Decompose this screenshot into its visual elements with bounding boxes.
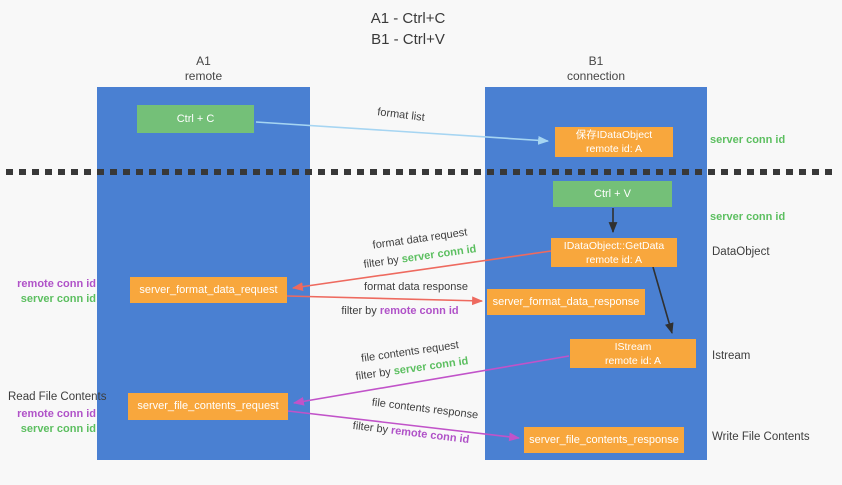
ctrl-v-label: Ctrl + V <box>594 187 631 200</box>
file-request-box: server_file_contents_request <box>128 393 288 420</box>
ctrl-v-box: Ctrl + V <box>553 181 672 207</box>
file-contents-response-label: file contents response <box>371 396 479 422</box>
server-conn-id-note-3: server conn id <box>20 293 96 305</box>
format-list-label: format list <box>376 106 426 124</box>
lane-b1-subtitle: connection <box>566 69 626 83</box>
dataobject-note: DataObject <box>712 246 770 258</box>
remote-conn-id-note-2: remote conn id <box>17 408 96 420</box>
format-request-label: server_format_data_request <box>139 283 278 296</box>
getdata-line2: remote id: A <box>585 253 643 266</box>
getdata-line1: IDataObject::GetData <box>563 239 665 252</box>
diagram-title: A1 - Ctrl+C B1 - Ctrl+V <box>328 8 488 50</box>
title-line-2: B1 - Ctrl+V <box>371 31 445 48</box>
save-idataobject-line1: 保存IDataObject <box>575 129 653 141</box>
remote-conn-id-note-1: remote conn id <box>17 278 96 290</box>
lane-header-a1: A1 remote <box>97 54 310 84</box>
format-response-label: server_format_data_response <box>492 295 640 308</box>
getdata-box: IDataObject::GetData remote id: A <box>551 238 677 267</box>
left-conn-id-block-1: remote conn id server conn id <box>0 277 96 307</box>
format-request-box: server_format_data_request <box>130 277 287 303</box>
filter-prefix: filter by <box>352 419 389 437</box>
istream-box: IStream remote id: A <box>570 339 696 368</box>
server-conn-id-note-2: server conn id <box>710 211 786 223</box>
filter-prefix: filter by <box>362 254 400 271</box>
file-request-label: server_file_contents_request <box>137 400 279 412</box>
format-data-response-label: format data response <box>364 281 468 293</box>
lane-a1-name: A1 <box>196 54 211 68</box>
filter-key-remote-conn: remote conn id <box>379 305 459 317</box>
left-conn-id-block-2: remote conn id server conn id <box>0 407 96 437</box>
filter-prefix: filter by <box>354 366 392 383</box>
lane-a1-subtitle: remote <box>184 69 223 83</box>
istream-note: Istream <box>712 350 751 362</box>
save-idataobject-line2: remote id: A <box>585 143 643 155</box>
server-conn-id-note-4: server conn id <box>20 423 96 435</box>
file-response-box: server_file_contents_response <box>524 427 684 453</box>
ctrl-c-box: Ctrl + C <box>137 105 254 133</box>
istream-line2: remote id: A <box>604 354 662 367</box>
format-response-box: server_format_data_response <box>487 289 645 315</box>
dotted-divider <box>6 169 836 175</box>
filter-prefix: filter by <box>341 305 377 317</box>
ctrl-c-label: Ctrl + C <box>176 112 215 125</box>
lane-header-b1: B1 connection <box>485 54 707 84</box>
read-file-contents-note: Read File Contents <box>8 391 107 403</box>
save-idataobject-box: 保存IDataObject remote id: A <box>555 127 673 157</box>
lane-b1-name: B1 <box>588 54 604 68</box>
arrow-format-data-response <box>286 295 484 306</box>
title-line-1: A1 - Ctrl+C <box>370 10 446 27</box>
server-conn-id-note-1: server conn id <box>710 134 786 146</box>
filter-key-remote-conn: remote conn id <box>390 424 470 447</box>
file-response-label: server_file_contents_response <box>529 433 679 446</box>
istream-line1: IStream <box>614 340 652 353</box>
write-file-contents-note: Write File Contents <box>712 431 810 443</box>
filter-key-server-conn: server conn id <box>400 243 478 266</box>
